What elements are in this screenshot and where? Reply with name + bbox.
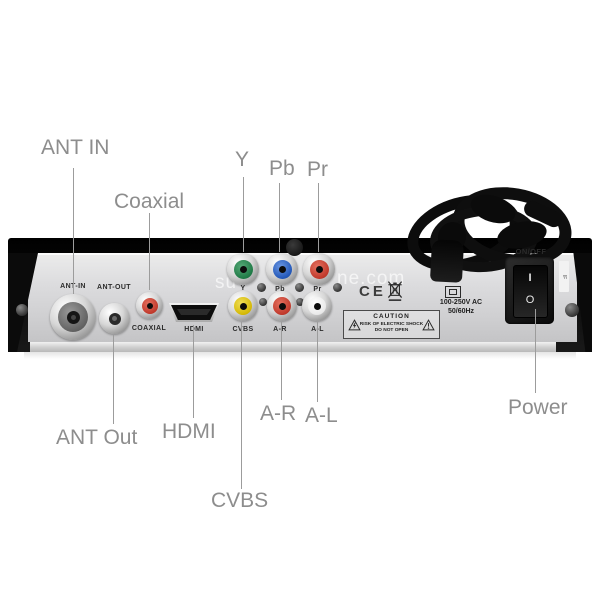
callout-ant-out: ANT Out <box>56 426 138 449</box>
ant-out-port <box>99 303 130 334</box>
y-port <box>227 253 259 285</box>
port-label-ant-in: ANT-IN <box>60 283 86 290</box>
power-switch-rocker <box>513 265 548 318</box>
port-label-a-r: A-R <box>273 326 287 333</box>
leader-line-a-r <box>281 322 282 400</box>
weee-bin-icon <box>387 281 403 301</box>
caution-title: CAUTION <box>373 313 410 320</box>
top-connector-knob <box>286 239 303 256</box>
cvbs-port <box>228 291 258 321</box>
sticker-text: IF <box>560 274 567 279</box>
ant-in-port <box>50 294 96 340</box>
hdmi-port-slot <box>177 309 211 315</box>
callout-ant-in: ANT IN <box>41 136 110 159</box>
leader-line-pr <box>318 183 319 252</box>
callout-a-r: A-R <box>260 402 297 425</box>
panel-screw <box>296 298 304 306</box>
device-shadow <box>24 352 576 359</box>
pb-port <box>266 253 298 285</box>
port-label-pr: Pr <box>313 286 322 293</box>
callout-cvbs: CVBS <box>211 489 269 512</box>
switch-on-mark: I <box>528 272 532 284</box>
panel-screw <box>295 283 304 292</box>
port-label-ant-out: ANT-OUT <box>97 284 131 291</box>
callout-power: Power <box>508 396 568 419</box>
panel-screw <box>257 283 266 292</box>
port-label-y: Y <box>240 285 246 292</box>
leader-line-ant-out <box>113 335 114 424</box>
leader-line-coaxial <box>149 213 150 290</box>
callout-a-l: A-L <box>305 404 338 427</box>
leader-line-y <box>243 177 244 252</box>
leader-line-hdmi <box>193 325 194 418</box>
callout-hdmi: HDMI <box>162 420 216 443</box>
bottom-chassis-strip <box>30 342 556 352</box>
audio-right-port <box>267 291 297 321</box>
caution-line2: DO NOT OPEN <box>374 328 409 333</box>
switch-off-mark: O <box>525 294 535 306</box>
watermark-fragment-right: ne.com <box>337 268 406 289</box>
class-ii-insulation-icon <box>445 286 461 298</box>
leader-line-power <box>535 309 536 393</box>
port-label-pb: Pb <box>275 286 285 293</box>
power-rating-line2: 50/60Hz <box>447 308 475 315</box>
leader-line-a-l <box>317 322 318 402</box>
warning-triangle-icon <box>422 319 435 331</box>
switch-label: ON/OFF <box>515 247 547 256</box>
panel-highlight <box>28 253 577 255</box>
leader-line-ant-in <box>73 168 74 294</box>
ce-mark: CE <box>359 283 386 300</box>
power-cord-strain-relief <box>429 239 465 283</box>
panel-sticker: IF <box>559 261 569 292</box>
port-label-coaxial: COAXIAL <box>131 325 167 332</box>
coaxial-port <box>136 292 163 319</box>
caution-label: CAUTION RISK OF ELECTRIC SHOCK DO NOT OP… <box>343 310 440 339</box>
port-label-hdmi: HDMI <box>184 326 204 333</box>
leader-line-cvbs <box>241 322 242 489</box>
panel-screw <box>333 283 342 292</box>
pr-port <box>303 253 335 285</box>
caution-line1: RISK OF ELECTRIC SHOCK <box>359 322 424 327</box>
port-label-cvbs: CVBS <box>232 326 254 333</box>
audio-left-port <box>302 291 332 321</box>
callout-coaxial: Coaxial <box>114 190 185 213</box>
callout-y: Y <box>235 148 250 171</box>
chassis-screw-right <box>565 303 579 317</box>
callout-pb: Pb <box>269 157 295 180</box>
panel-screw <box>259 298 267 306</box>
power-rating-line1: 100-250V AC <box>439 299 483 306</box>
callout-pr: Pr <box>307 158 328 181</box>
leader-line-pb <box>279 183 280 252</box>
lightning-triangle-icon <box>348 319 361 331</box>
chassis-screw-left <box>16 304 28 316</box>
